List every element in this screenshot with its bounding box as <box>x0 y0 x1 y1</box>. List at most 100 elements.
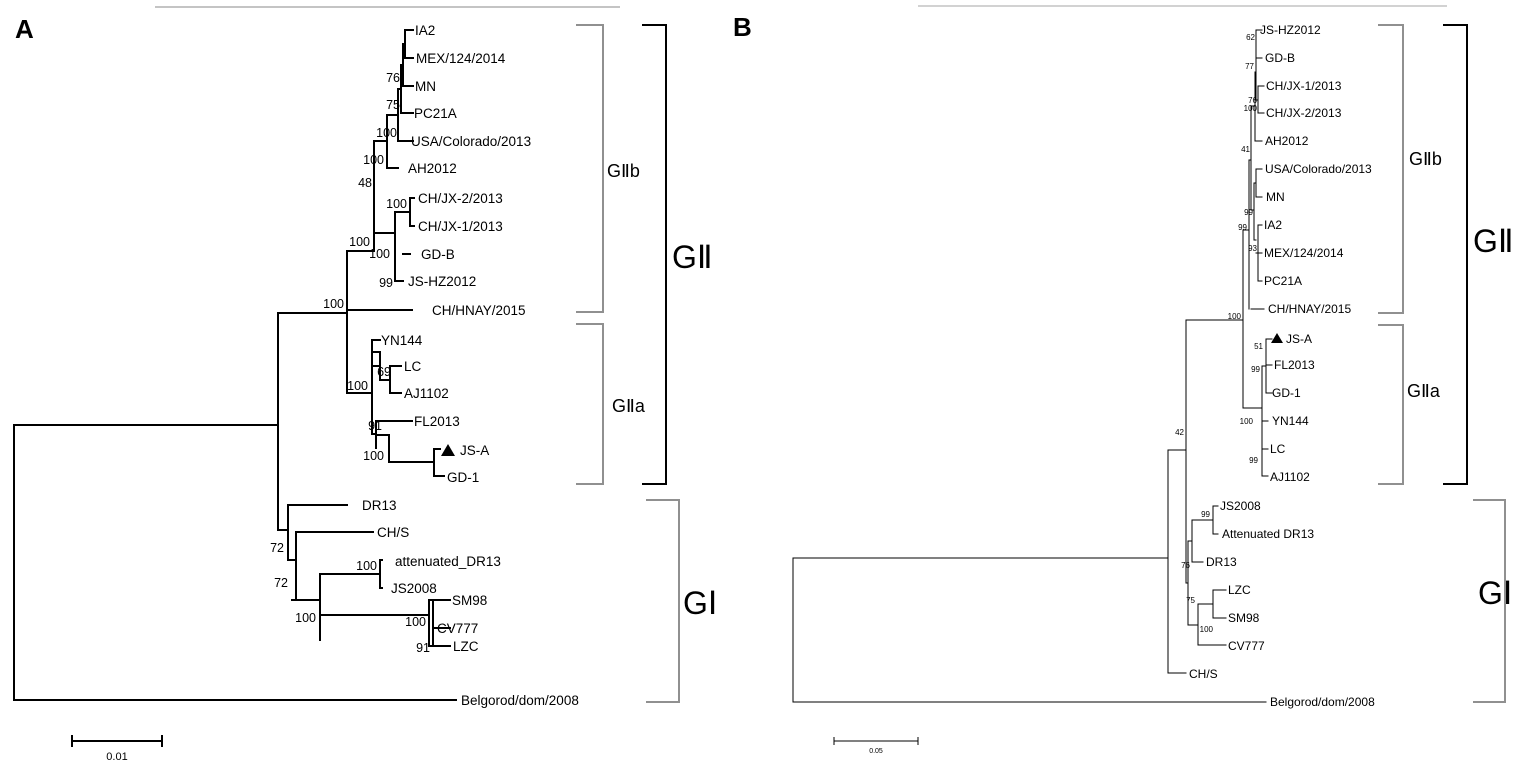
panel-a-letter: A <box>15 14 34 44</box>
taxon-label: CV777 <box>1228 639 1265 653</box>
panel-b-group-labels: GⅡb GⅡa GⅡ GⅠ <box>1407 149 1514 611</box>
taxon-label: CH/HNAY/2015 <box>1268 302 1351 316</box>
subgroup-label: GⅡa <box>1407 381 1441 401</box>
bootstrap-value: 72 <box>274 576 288 590</box>
bootstrap-value: 75 <box>1186 596 1195 605</box>
bootstrap-value: 100 <box>405 615 426 629</box>
taxon-label: AJ1102 <box>404 386 449 401</box>
bootstrap-value: 51 <box>1254 342 1263 351</box>
scale-label: 0.05 <box>869 748 883 755</box>
taxon-label: PC21A <box>414 106 457 121</box>
bootstrap-value: 100 <box>363 153 384 167</box>
bootstrap-value: 100 <box>1240 417 1254 426</box>
taxon-label: MEX/124/2014 <box>416 51 506 66</box>
taxon-label: MN <box>1266 190 1285 204</box>
tree-branch <box>1248 159 1265 310</box>
taxon-label: SM98 <box>1228 611 1260 625</box>
taxon-label: CH/JX-2/2013 <box>418 191 503 206</box>
taxon-label: IA2 <box>1264 218 1282 232</box>
panel-a-group-labels: GⅡb GⅡa GⅡ GⅠ <box>607 161 717 621</box>
group-bracket-gI <box>646 499 680 703</box>
taxon-label: LC <box>1270 442 1286 456</box>
taxon-label: JS-HZ2012 <box>1260 23 1321 37</box>
group-bracket-gIIb <box>576 24 604 313</box>
taxon-label: YN144 <box>381 333 423 348</box>
taxon-label: JS2008 <box>391 581 437 596</box>
bootstrap-value: 99 <box>1244 208 1253 217</box>
tree-branch <box>1261 420 1269 477</box>
group-bracket-gIIb <box>1378 24 1404 314</box>
bootstrap-value: 99 <box>379 276 393 290</box>
taxon-label: GD-B <box>421 247 455 262</box>
bootstrap-value: 76 <box>1181 561 1190 570</box>
taxon-label: JS-A <box>460 443 489 458</box>
scale-label: 0.01 <box>106 751 127 763</box>
taxon-label: USA/Colorado/2013 <box>1265 162 1372 176</box>
group-bracket-gII <box>1443 24 1468 485</box>
panel-b: B <box>733 5 1514 755</box>
taxon-label: MN <box>415 79 436 94</box>
taxon-label: SM98 <box>452 593 487 608</box>
tree-branch <box>1255 85 1265 114</box>
group-bracket-gI <box>1473 499 1506 703</box>
taxon-label: JS-HZ2012 <box>408 274 476 289</box>
bootstrap-value: 91 <box>416 641 430 655</box>
bootstrap-value: 76 <box>386 71 400 85</box>
bootstrap-value: 100 <box>356 559 377 573</box>
bootstrap-value: 100 <box>376 126 397 140</box>
bootstrap-value: 99 <box>1251 365 1260 374</box>
taxon-label: Belgorod/dom/2008 <box>461 693 579 708</box>
taxon-label: MEX/124/2014 <box>1264 246 1344 260</box>
taxon-label: YN144 <box>1272 414 1309 428</box>
taxon-label: CV777 <box>437 621 478 636</box>
group-label: GⅠ <box>1478 575 1512 611</box>
panel-a-bootstrap: 76 75 100 100 48 100 100 100 99 100 69 1… <box>270 71 430 655</box>
panel-b-tree <box>792 29 1273 703</box>
taxon-label: AJ1102 <box>1270 470 1310 484</box>
tree-branch <box>1265 338 1273 394</box>
taxon-label: CH/JX-1/2013 <box>1266 79 1342 93</box>
taxon-label: IA2 <box>415 23 435 38</box>
bootstrap-value: 100 <box>347 379 368 393</box>
taxon-label: LZC <box>1228 583 1251 597</box>
subgroup-label: GⅡb <box>1409 149 1442 169</box>
taxon-label: GD-1 <box>447 470 479 485</box>
bootstrap-value: 72 <box>270 541 284 555</box>
bootstrap-value: 100 <box>369 247 390 261</box>
bootstrap-value: 100 <box>1228 312 1242 321</box>
bootstrap-value: 69 <box>377 365 391 379</box>
group-bracket-gIIa <box>576 323 604 485</box>
triangle-marker-icon <box>441 444 455 456</box>
subgroup-label: GⅡb <box>607 161 640 181</box>
panel-b-brackets <box>1378 24 1506 703</box>
panel-a-tree <box>13 29 457 701</box>
taxon-label: LC <box>404 359 422 374</box>
taxon-label: JS-A <box>1286 332 1312 346</box>
bootstrap-value: 100 <box>386 197 407 211</box>
panel-b-taxa: JS-HZ2012 GD-B CH/JX-1/2013 CH/JX-2/2013… <box>1189 23 1375 709</box>
bootstrap-value: 76 <box>1248 96 1257 105</box>
taxon-label: JS2008 <box>1220 499 1261 513</box>
bootstrap-value: 100 <box>1200 625 1214 634</box>
taxon-label: Attenuated DR13 <box>1222 527 1314 541</box>
bootstrap-value: 100 <box>363 449 384 463</box>
panel-a-brackets <box>576 24 680 703</box>
taxon-label: FL2013 <box>414 414 460 429</box>
taxon-label: GD-1 <box>1272 386 1301 400</box>
taxon-label: PC21A <box>1264 274 1302 288</box>
panel-a-scale-bar: 0.01 <box>71 735 163 763</box>
taxon-label: USA/Colorado/2013 <box>411 134 531 149</box>
bootstrap-value: 62 <box>1246 33 1255 42</box>
group-label: GⅡ <box>672 239 713 275</box>
taxon-label: DR13 <box>1206 555 1237 569</box>
bootstrap-value: 93 <box>1248 244 1257 253</box>
panel-b-bootstrap: 62 77 76 100 41 99 99 93 100 51 99 100 9… <box>1175 33 1263 634</box>
group-bracket-gII <box>642 24 667 485</box>
bootstrap-value: 99 <box>1249 456 1258 465</box>
taxon-label: AH2012 <box>408 161 457 176</box>
group-label: GⅠ <box>683 585 717 621</box>
bootstrap-value: 42 <box>1175 428 1184 437</box>
bootstrap-value: 99 <box>1238 223 1247 232</box>
taxon-label: attenuated_DR13 <box>395 554 501 569</box>
panel-b-scale-bar: 0.05 <box>833 737 919 755</box>
